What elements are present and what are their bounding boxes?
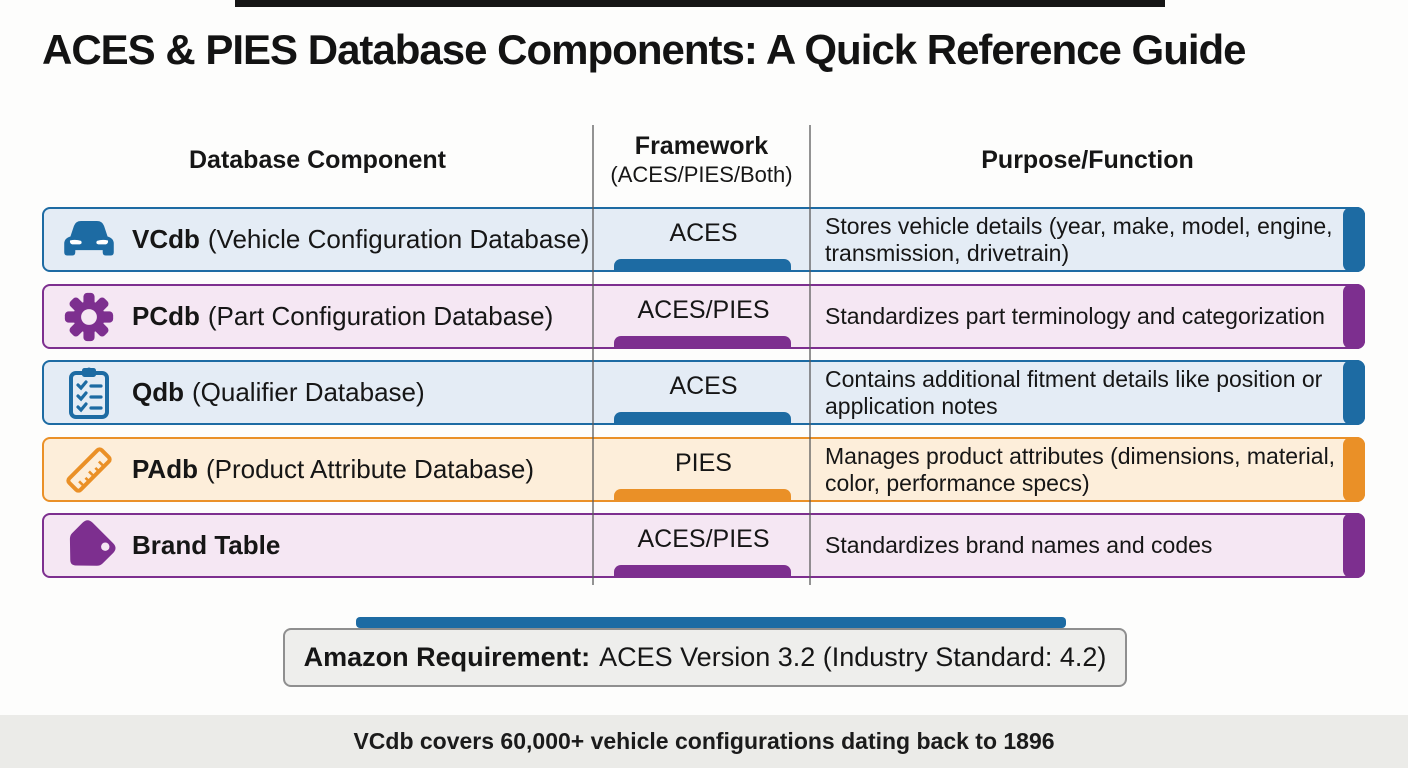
- component-label: Brand Table: [132, 515, 592, 576]
- ruler-icon: [56, 439, 122, 500]
- framework-underline-bar: [614, 412, 791, 425]
- component-full-name: (Qualifier Database): [192, 377, 425, 407]
- table-row-qdb: Qdb (Qualifier Database) ACES Contains a…: [42, 360, 1365, 425]
- framework-underline-bar: [614, 259, 791, 272]
- framework-value: ACES: [669, 371, 738, 400]
- purpose-text: Contains additional fitment details like…: [825, 365, 1323, 419]
- callout-text: ACES Version 3.2 (Industry Standard: 4.2…: [599, 642, 1107, 672]
- column-header-label: Framework: [634, 132, 769, 160]
- row-endcap: [1343, 513, 1365, 578]
- footer-note: VCdb covers 60,000+ vehicle configuratio…: [353, 728, 1055, 754]
- purpose-text: Manages product attributes (dimensions, …: [825, 442, 1336, 496]
- framework-underline-bar: [614, 565, 791, 578]
- framework-value: ACES: [669, 218, 738, 247]
- table-row-pcdb: PCdb (Part Configuration Database) ACES/…: [42, 284, 1365, 349]
- footer-strip: VCdb covers 60,000+ vehicle configuratio…: [0, 715, 1408, 768]
- callout-label: Amazon Requirement:: [303, 642, 591, 672]
- column-header-label: Database Component: [189, 145, 446, 174]
- component-name: PAdb: [132, 454, 198, 484]
- framework-underline-bar: [614, 336, 791, 349]
- column-header-sublabel: (ACES/PIES/Both): [610, 162, 793, 187]
- table-row-vcdb: VCdb (Vehicle Configuration Database) AC…: [42, 207, 1365, 272]
- component-name: PCdb: [132, 301, 200, 331]
- component-label: Qdb (Qualifier Database): [132, 362, 592, 423]
- car-icon: [56, 209, 122, 270]
- component-full-name: (Product Attribute Database): [205, 454, 535, 484]
- table-row-brand-table: Brand Table ACES/PIES Standardizes brand…: [42, 513, 1365, 578]
- row-endcap: [1343, 360, 1365, 425]
- amazon-requirement-callout: Amazon Requirement: ACES Version 3.2 (In…: [283, 628, 1127, 687]
- column-header-component: Database Component: [42, 120, 593, 200]
- column-header-label: Purpose/Function: [981, 145, 1194, 174]
- gear-icon: [56, 286, 122, 347]
- table-row-padb: PAdb (Product Attribute Database) PIES M…: [42, 437, 1365, 502]
- purpose-text: Standardizes brand names and codes: [825, 532, 1213, 559]
- component-name: Qdb: [132, 377, 184, 407]
- component-full-name: (Part Configuration Database): [207, 301, 554, 331]
- framework-value: ACES/PIES: [637, 524, 770, 553]
- top-accent-bar: [235, 0, 1165, 7]
- column-header-framework: Framework (ACES/PIES/Both): [593, 120, 810, 200]
- purpose-text: Stores vehicle details (year, make, mode…: [825, 212, 1333, 266]
- checklist-icon: [56, 362, 122, 423]
- callout-accent-bar: [356, 617, 1066, 628]
- column-divider: [592, 125, 594, 585]
- tag-icon: [56, 515, 122, 576]
- purpose-text: Standardizes part terminology and catego…: [825, 303, 1325, 330]
- component-label: VCdb (Vehicle Configuration Database): [132, 209, 592, 270]
- component-label: PAdb (Product Attribute Database): [132, 439, 592, 500]
- page-title: ACES & PIES Database Components: A Quick…: [42, 26, 1247, 73]
- column-header-purpose: Purpose/Function: [810, 120, 1365, 200]
- row-endcap: [1343, 437, 1365, 502]
- row-endcap: [1343, 284, 1365, 349]
- component-name: Brand Table: [132, 530, 281, 560]
- row-endcap: [1343, 207, 1365, 272]
- framework-value: ACES/PIES: [637, 295, 770, 324]
- component-label: PCdb (Part Configuration Database): [132, 286, 592, 347]
- component-name: VCdb: [132, 224, 200, 254]
- framework-value: PIES: [675, 448, 732, 477]
- column-divider: [809, 125, 811, 585]
- framework-underline-bar: [614, 489, 791, 502]
- component-full-name: (Vehicle Configuration Database): [207, 224, 590, 254]
